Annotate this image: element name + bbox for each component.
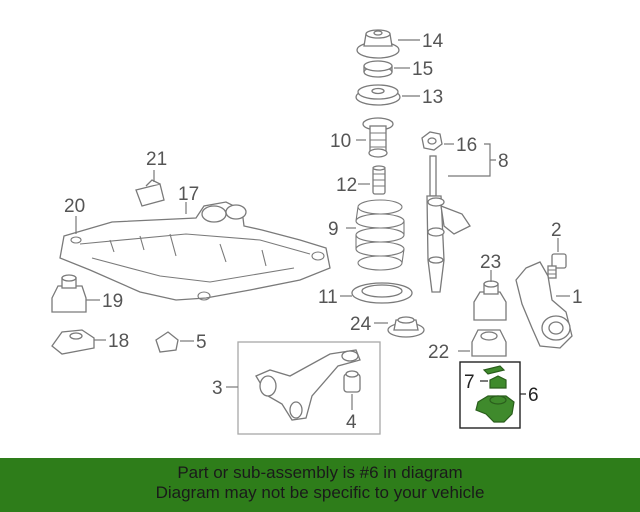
part-bearing <box>363 60 393 78</box>
highlight-box <box>459 361 521 429</box>
callout-3: 3 <box>212 378 223 399</box>
callout-15: 15 <box>412 59 433 80</box>
callout-8: 8 <box>498 151 509 172</box>
callout-19: 19 <box>102 291 123 312</box>
part-small-bracket <box>155 331 179 353</box>
callout-18: 18 <box>108 331 129 352</box>
callout-11: 11 <box>318 287 338 308</box>
control-arm-box <box>237 341 381 435</box>
part-dust-boot <box>372 165 386 195</box>
part-strut-mount <box>356 29 400 59</box>
part-rear-mount <box>51 274 87 313</box>
callout-4: 4 <box>346 412 357 433</box>
part-bushing <box>387 316 425 338</box>
callout-5: 5 <box>196 332 207 353</box>
part-subframe <box>59 201 331 301</box>
part-engine-mount <box>473 280 507 321</box>
callout-12: 12 <box>336 175 357 196</box>
part-nut <box>421 131 443 151</box>
callout-10: 10 <box>330 131 351 152</box>
callout-7: 7 <box>464 372 475 393</box>
callout-17: 17 <box>178 184 199 205</box>
part-front-mount <box>51 329 95 355</box>
callout-22: 22 <box>428 342 449 363</box>
callout-13: 13 <box>422 87 443 108</box>
callout-14: 14 <box>422 31 444 52</box>
part-ball-joint <box>475 365 515 423</box>
part-insulator <box>471 329 507 357</box>
part-lower-insulator <box>351 282 413 304</box>
callout-20: 20 <box>64 196 85 217</box>
callout-21: 21 <box>146 149 167 170</box>
part-strut <box>426 155 471 293</box>
banner-line-1: Part or sub-assembly is #6 in diagram <box>177 463 463 482</box>
callout-1: 1 <box>572 287 583 308</box>
part-bracket <box>135 179 165 207</box>
part-lower-control-arm <box>255 349 361 421</box>
banner-line-2: Diagram may not be specific to your vehi… <box>155 483 485 502</box>
callout-23: 23 <box>480 252 501 273</box>
part-upper-spring-seat <box>355 84 401 106</box>
parts-diagram: 14 15 13 10 12 9 <box>51 29 583 435</box>
callout-9: 9 <box>328 219 339 240</box>
callout-16: 16 <box>456 135 477 156</box>
part-ball-joint-small <box>343 370 361 393</box>
part-coil-spring <box>355 199 405 271</box>
callout-24: 24 <box>350 314 372 335</box>
part-bump-stop <box>362 117 394 158</box>
callout-6: 6 <box>528 385 539 406</box>
info-banner: Part or sub-assembly is #6 in diagram Di… <box>0 458 640 512</box>
part-bolt <box>547 253 567 279</box>
callout-2: 2 <box>551 220 562 241</box>
part-steering-knuckle <box>515 261 573 349</box>
